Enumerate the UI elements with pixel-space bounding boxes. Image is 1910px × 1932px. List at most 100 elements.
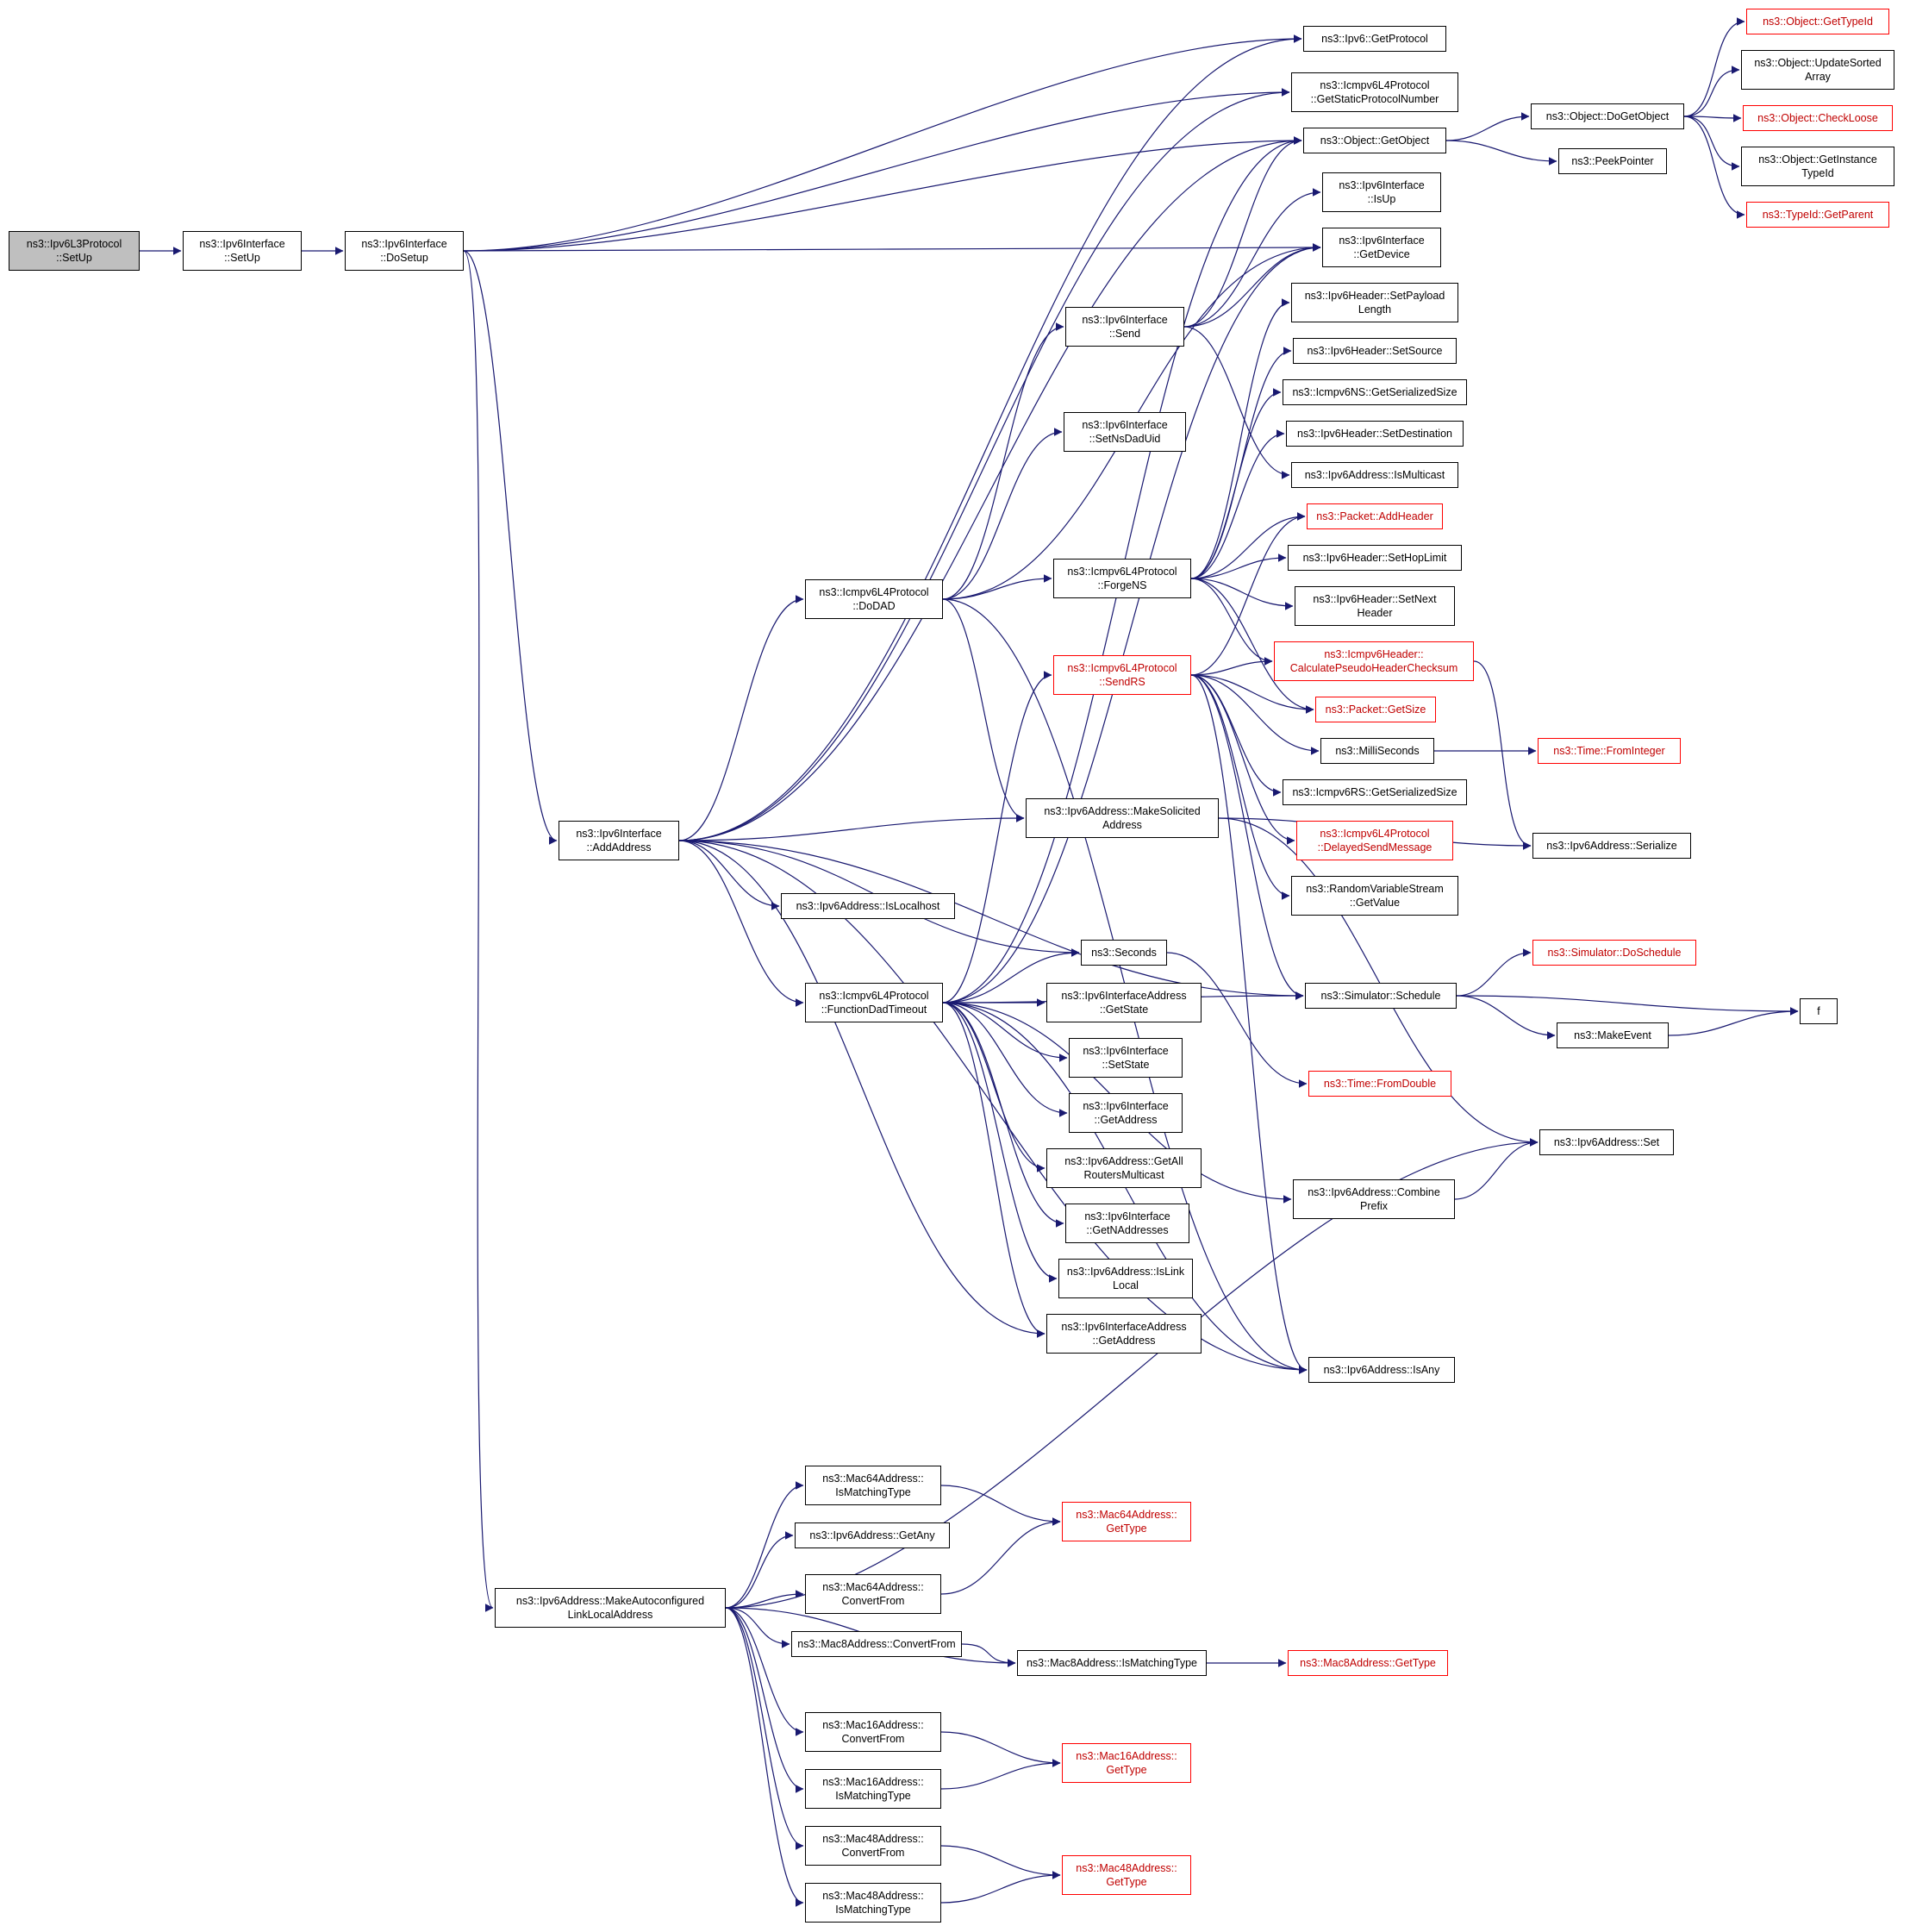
graph-node-mac16gettype[interactable]: ns3::Mac16Address::GetType bbox=[1062, 1743, 1191, 1783]
graph-node-label: ::DoDAD bbox=[852, 600, 896, 612]
graph-node-ifaceaddrgetaddress[interactable]: ns3::Ipv6InterfaceAddress::GetAddress bbox=[1046, 1314, 1202, 1354]
graph-node-mac8gettype[interactable]: ns3::Mac8Address::GetType bbox=[1288, 1650, 1448, 1676]
graph-node-sendrs[interactable]: ns3::Icmpv6L4Protocol::SendRS bbox=[1053, 655, 1191, 695]
graph-node-addaddress[interactable]: ns3::Ipv6Interface::AddAddress bbox=[559, 821, 679, 860]
call-edge-schedule-to-makeevent bbox=[1456, 995, 1556, 1040]
graph-node-getsize[interactable]: ns3::Packet::GetSize bbox=[1315, 697, 1436, 722]
call-edge-sendrs-to-randomgetvalue bbox=[1190, 674, 1290, 900]
graph-node-islocalhost[interactable]: ns3::Ipv6Address::IsLocalhost bbox=[781, 893, 955, 919]
graph-node-setstate[interactable]: ns3::Ipv6Interface::SetState bbox=[1069, 1038, 1183, 1078]
graph-node-serialize[interactable]: ns3::Ipv6Address::Serialize bbox=[1532, 833, 1691, 859]
graph-node-mac48ismatch[interactable]: ns3::Mac48Address::IsMatchingType bbox=[805, 1883, 941, 1923]
graph-node-label: ::DelayedSendMessage bbox=[1317, 841, 1432, 853]
graph-node-mac64convert[interactable]: ns3::Mac64Address::ConvertFrom bbox=[805, 1574, 941, 1614]
call-edge-sendrs-to-calcpseudochecksum bbox=[1190, 657, 1273, 676]
graph-node-label: ns3::Icmpv6L4Protocol bbox=[1320, 827, 1430, 840]
graph-node-mac64gettype[interactable]: ns3::Mac64Address::GetType bbox=[1062, 1502, 1191, 1541]
graph-node-label: Header bbox=[1357, 607, 1393, 619]
call-edge-dodad-to-forgens bbox=[942, 574, 1052, 600]
graph-node-getany[interactable]: ns3::Ipv6Address::GetAny bbox=[795, 1522, 950, 1548]
graph-node-ismulticast[interactable]: ns3::Ipv6Address::IsMulticast bbox=[1291, 462, 1458, 488]
graph-node-l3setup[interactable]: ns3::Ipv6L3Protocol::SetUp bbox=[9, 231, 140, 271]
call-edge-makesolicited-to-set bbox=[1218, 817, 1539, 1147]
graph-node-milliseconds[interactable]: ns3::MilliSeconds bbox=[1320, 738, 1434, 764]
graph-node-objgettypeid[interactable]: ns3::Object::GetTypeId bbox=[1746, 9, 1889, 34]
graph-node-label: GetType bbox=[1106, 1522, 1147, 1535]
graph-node-send[interactable]: ns3::Ipv6Interface::Send bbox=[1065, 307, 1184, 347]
graph-node-label: ns3::Mac48Address:: bbox=[822, 1889, 924, 1902]
graph-node-label: GetType bbox=[1106, 1876, 1147, 1888]
call-edge-makeauto-to-mac64convert bbox=[725, 1590, 804, 1609]
graph-node-f[interactable]: f bbox=[1800, 998, 1838, 1024]
graph-node-makeevent[interactable]: ns3::MakeEvent bbox=[1557, 1022, 1669, 1048]
graph-node-set[interactable]: ns3::Ipv6Address::Set bbox=[1539, 1129, 1674, 1155]
graph-node-label: CalculatePseudoHeaderChecksum bbox=[1289, 662, 1458, 674]
graph-node-mac16ismatch[interactable]: ns3::Mac16Address::IsMatchingType bbox=[805, 1769, 941, 1809]
graph-node-getobject[interactable]: ns3::Object::GetObject bbox=[1303, 128, 1446, 153]
graph-node-mac16convert[interactable]: ns3::Mac16Address::ConvertFrom bbox=[805, 1712, 941, 1752]
call-edge-combineprefix-to-set bbox=[1454, 1138, 1539, 1200]
graph-node-setsource[interactable]: ns3::Ipv6Header::SetSource bbox=[1293, 338, 1457, 364]
graph-node-dodad[interactable]: ns3::Icmpv6L4Protocol::DoDAD bbox=[805, 579, 943, 619]
graph-node-mac8ismatch[interactable]: ns3::Mac8Address::IsMatchingType bbox=[1017, 1650, 1207, 1676]
graph-node-randomgetvalue[interactable]: ns3::RandomVariableStream::GetValue bbox=[1291, 876, 1458, 916]
graph-node-addheader[interactable]: ns3::Packet::AddHeader bbox=[1307, 503, 1443, 529]
graph-node-seconds[interactable]: ns3::Seconds bbox=[1081, 940, 1167, 966]
graph-node-nsgetserializedsize[interactable]: ns3::Icmpv6NS::GetSerializedSize bbox=[1283, 379, 1467, 405]
graph-node-isany[interactable]: ns3::Ipv6Address::IsAny bbox=[1308, 1357, 1455, 1383]
graph-node-sethoplimit[interactable]: ns3::Ipv6Header::SetHopLimit bbox=[1288, 545, 1462, 571]
graph-node-label: ns3::Ipv6Address::IsLocalhost bbox=[796, 899, 940, 912]
graph-node-setnsdaduid[interactable]: ns3::Ipv6Interface::SetNsDadUid bbox=[1064, 412, 1186, 452]
graph-node-fromdouble[interactable]: ns3::Time::FromDouble bbox=[1308, 1071, 1451, 1097]
graph-node-doschedule[interactable]: ns3::Simulator::DoSchedule bbox=[1532, 940, 1696, 966]
graph-node-typeidgetparent[interactable]: ns3::TypeId::GetParent bbox=[1746, 202, 1889, 228]
graph-node-label: GetType bbox=[1106, 1764, 1147, 1776]
graph-node-ifsetup[interactable]: ns3::Ipv6Interface::SetUp bbox=[183, 231, 302, 271]
graph-node-ifgetaddress[interactable]: ns3::Ipv6Interface::GetAddress bbox=[1069, 1093, 1183, 1133]
graph-node-mac48gettype[interactable]: ns3::Mac48Address::GetType bbox=[1062, 1855, 1191, 1895]
graph-node-getstaticprotonum[interactable]: ns3::Icmpv6L4Protocol::GetStaticProtocol… bbox=[1291, 72, 1458, 112]
graph-node-dosetup[interactable]: ns3::Ipv6Interface::DoSetup bbox=[345, 231, 464, 271]
graph-node-getstate[interactable]: ns3::Ipv6InterfaceAddress::GetState bbox=[1046, 983, 1202, 1022]
graph-node-functiondad[interactable]: ns3::Icmpv6L4Protocol::FunctionDadTimeou… bbox=[805, 983, 943, 1022]
graph-node-rsgetserializedsize[interactable]: ns3::Icmpv6RS::GetSerializedSize bbox=[1283, 779, 1467, 805]
graph-node-mac64ismatch[interactable]: ns3::Mac64Address::IsMatchingType bbox=[805, 1466, 941, 1505]
graph-node-label: ns3::Ipv6Interface bbox=[1084, 1210, 1170, 1222]
graph-node-mac8convert[interactable]: ns3::Mac8Address::ConvertFrom bbox=[791, 1631, 962, 1657]
graph-node-dogetobject[interactable]: ns3::Object::DoGetObject bbox=[1531, 103, 1684, 129]
graph-node-setdestination[interactable]: ns3::Ipv6Header::SetDestination bbox=[1286, 421, 1464, 447]
graph-node-getdevice[interactable]: ns3::Ipv6Interface::GetDevice bbox=[1322, 228, 1441, 267]
graph-node-calcpseudochecksum[interactable]: ns3::Icmpv6Header::CalculatePseudoHeader… bbox=[1274, 641, 1474, 681]
call-edge-sendrs-to-isany bbox=[1190, 674, 1308, 1374]
graph-node-label: ns3::Ipv6InterfaceAddress bbox=[1061, 1320, 1187, 1333]
call-edge-makeauto-to-mac48ismatch bbox=[725, 1607, 804, 1907]
graph-node-delayedsend[interactable]: ns3::Icmpv6L4Protocol::DelayedSendMessag… bbox=[1296, 821, 1453, 860]
graph-node-label: ns3::Mac64Address:: bbox=[1076, 1508, 1177, 1521]
graph-node-schedule[interactable]: ns3::Simulator::Schedule bbox=[1305, 983, 1457, 1009]
graph-node-label: ns3::Ipv6Header::SetPayload bbox=[1304, 289, 1445, 302]
graph-node-isup[interactable]: ns3::Ipv6Interface::IsUp bbox=[1322, 172, 1441, 212]
graph-node-checkloose[interactable]: ns3::Object::CheckLoose bbox=[1743, 105, 1893, 131]
graph-node-label: ns3::Time::FromInteger bbox=[1553, 744, 1665, 757]
call-edge-sendrs-to-schedule bbox=[1190, 674, 1304, 1000]
graph-node-peekpointer[interactable]: ns3::PeekPointer bbox=[1558, 148, 1667, 174]
graph-node-forgens[interactable]: ns3::Icmpv6L4Protocol::ForgeNS bbox=[1053, 559, 1191, 598]
call-edge-mac16convert-to-mac16gettype bbox=[940, 1731, 1061, 1767]
graph-node-getprotocol[interactable]: ns3::Ipv6::GetProtocol bbox=[1303, 26, 1446, 52]
graph-node-mac48convert[interactable]: ns3::Mac48Address::ConvertFrom bbox=[805, 1826, 941, 1866]
graph-node-label: ConvertFrom bbox=[841, 1847, 905, 1859]
call-edge-addaddress-to-schedule bbox=[678, 840, 1304, 1000]
graph-node-getnaddresses[interactable]: ns3::Ipv6Interface::GetNAddresses bbox=[1065, 1204, 1189, 1243]
graph-node-frominteger[interactable]: ns3::Time::FromInteger bbox=[1538, 738, 1681, 764]
graph-node-label: ns3::RandomVariableStream bbox=[1306, 882, 1444, 895]
graph-node-label: ns3::Ipv6Address::Serialize bbox=[1546, 839, 1677, 852]
